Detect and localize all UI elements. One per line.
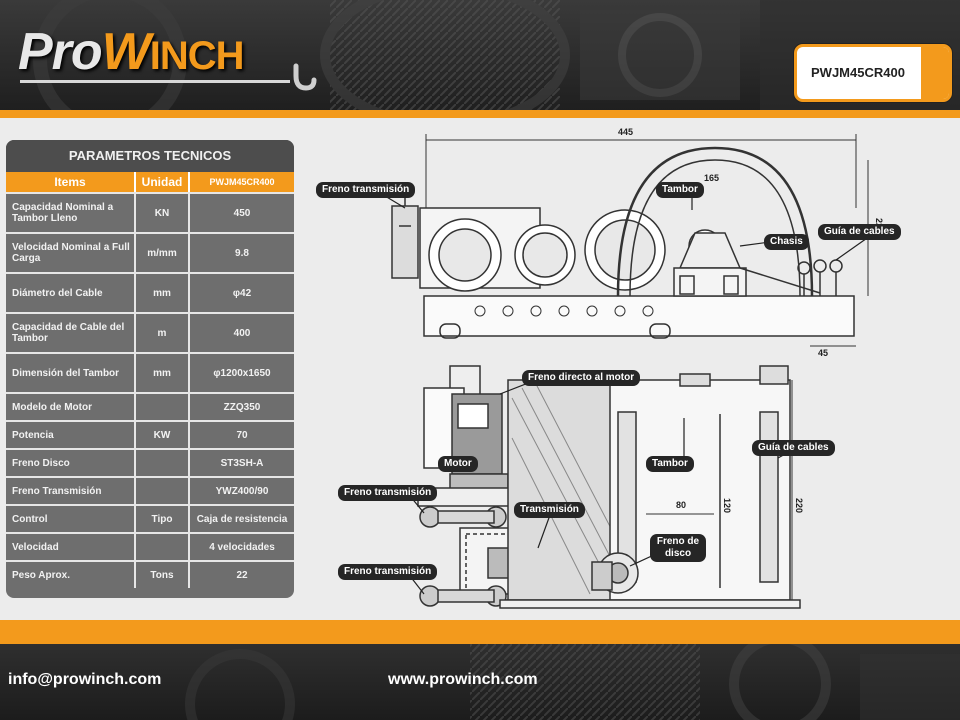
footer-email[interactable]: info@prowinch.com bbox=[8, 671, 162, 688]
callout-freno-transmision-bottom: Freno transmisión bbox=[338, 564, 438, 580]
row-unit: mm bbox=[136, 354, 190, 392]
table-row: Peso Aprox.Tons 22 bbox=[6, 560, 294, 588]
header-model: PWJM45CR400 bbox=[209, 177, 275, 187]
dim-120: 120 bbox=[722, 498, 732, 513]
row-unit: m bbox=[136, 314, 190, 352]
row-item-label: Freno Transmisión bbox=[6, 478, 136, 504]
row-item-label: Modelo de Motor bbox=[6, 394, 136, 420]
callout-motor: Motor bbox=[438, 456, 478, 472]
row-item-label: Potencia bbox=[6, 422, 136, 448]
model-badge: PWJM45CR400 bbox=[794, 44, 952, 102]
table-row: Freno Disco ST3SH-A bbox=[6, 448, 294, 476]
row-unit bbox=[136, 394, 190, 420]
row-value: 70 bbox=[236, 429, 248, 441]
row-item-label: Velocidad bbox=[6, 534, 136, 560]
prowinch-logo: ProWINCH bbox=[18, 22, 318, 92]
header-banner: ProWINCH PWJM45CR400 bbox=[0, 0, 960, 110]
row-value: YWZ400/90 bbox=[215, 485, 269, 497]
table-row: Modelo de Motor ZZQ350 bbox=[6, 392, 294, 420]
dim-445: 445 bbox=[618, 127, 633, 137]
callout-freno-transmision-mid: Freno transmisión bbox=[338, 485, 438, 501]
hook-icon bbox=[293, 63, 317, 91]
row-value: ST3SH-A bbox=[220, 457, 264, 469]
row-unit: Tons bbox=[136, 562, 190, 588]
row-item-label: Peso Aprox. bbox=[6, 562, 136, 588]
footer-machinery-image bbox=[185, 644, 960, 720]
row-unit: mm bbox=[136, 274, 190, 312]
row-unit bbox=[136, 478, 190, 504]
table-title: PARAMETROS TECNICOS bbox=[6, 140, 294, 172]
row-unit: KW bbox=[136, 422, 190, 448]
row-value: 450 bbox=[233, 207, 251, 219]
row-item-label: Diámetro del Cable bbox=[6, 274, 136, 312]
callout-chasis: Chasis bbox=[764, 234, 809, 250]
row-item-label: Control bbox=[6, 506, 136, 532]
row-unit bbox=[136, 450, 190, 476]
row-value: 4 velocidades bbox=[209, 541, 275, 553]
callout-guia-cables-bottom: Guía de cables bbox=[752, 440, 835, 456]
header-unit: Unidad bbox=[136, 172, 190, 192]
callout-freno-disco: Freno de disco bbox=[650, 534, 706, 562]
orange-divider-top bbox=[0, 110, 960, 118]
row-unit: KN bbox=[136, 194, 190, 232]
row-value: φ42 bbox=[232, 287, 252, 299]
table-row: Velocidad 4 velocidades bbox=[6, 532, 294, 560]
row-value: 22 bbox=[236, 569, 248, 581]
row-unit bbox=[136, 534, 190, 560]
dim-80: 80 bbox=[676, 500, 686, 510]
row-value: Caja de resistencia bbox=[196, 513, 288, 525]
row-item-label: Freno Disco bbox=[6, 450, 136, 476]
row-item-label: Capacidad Nominal a Tambor Lleno bbox=[6, 194, 136, 232]
callout-freno-transmision-top: Freno transmisión bbox=[316, 182, 416, 198]
row-value: ZZQ350 bbox=[223, 401, 261, 413]
parameters-table: PARAMETROS TECNICOS Items Unidad PWJM45C… bbox=[6, 140, 294, 598]
footer-website[interactable]: www.prowinch.com bbox=[388, 671, 538, 688]
header-items: Items bbox=[6, 172, 136, 192]
model-label: PWJM45CR400 bbox=[811, 65, 905, 80]
dim-220-bottom: 220 bbox=[794, 498, 804, 513]
row-value: 400 bbox=[233, 327, 251, 339]
row-unit: m/mm bbox=[136, 234, 190, 272]
callout-guia-cables-top: Guía de cables bbox=[818, 224, 901, 240]
row-item-label: Dimensión del Tambor bbox=[6, 354, 136, 392]
dim-165: 165 bbox=[704, 173, 719, 183]
footer-banner: info@prowinch.com www.prowinch.com bbox=[0, 644, 960, 720]
table-row: Freno Transmisión YWZ400/90 bbox=[6, 476, 294, 504]
callout-tambor-bottom: Tambor bbox=[646, 456, 694, 472]
table-header-row: Items Unidad PWJM45CR400 bbox=[6, 172, 294, 192]
row-item-label: Velocidad Nominal a Full Carga bbox=[6, 234, 136, 272]
callout-freno-directo: Freno directo al motor bbox=[522, 370, 641, 386]
orange-divider-bottom bbox=[0, 620, 960, 644]
winch-technical-diagram: 445 165 220 45 80 120 220 Freno transmis… bbox=[300, 118, 960, 620]
row-value: 9.8 bbox=[235, 247, 249, 259]
row-unit: Tipo bbox=[136, 506, 190, 532]
row-value: φ1200x1650 bbox=[213, 367, 271, 379]
callout-tambor-top: Tambor bbox=[656, 182, 704, 198]
dim-45: 45 bbox=[818, 348, 828, 358]
callout-transmision: Transmisión bbox=[514, 502, 585, 518]
row-item-label: Capacidad de Cable del Tambor bbox=[6, 314, 136, 352]
